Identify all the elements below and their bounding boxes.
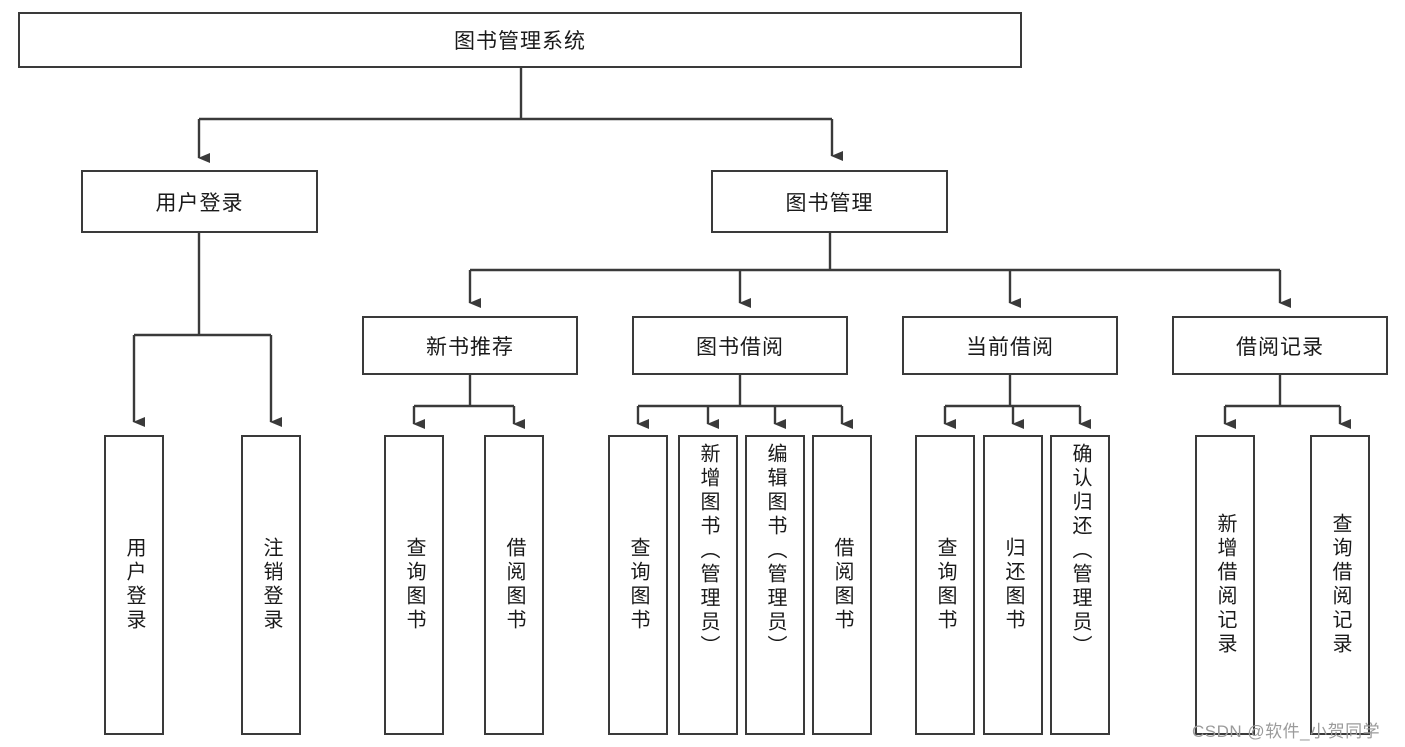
- leaf-query-book-1[interactable]: 查询图书: [384, 435, 444, 735]
- leaf-edit-book-label: 编辑图书（管理员）: [764, 443, 786, 659]
- leaf-add-book[interactable]: 新增图书（管理员）: [678, 435, 738, 735]
- leaf-query-record[interactable]: 查询借阅记录: [1310, 435, 1370, 735]
- leaf-add-book-label: 新增图书（管理员）: [697, 443, 719, 659]
- leaf-add-record-label: 新增借阅记录: [1214, 513, 1236, 657]
- node-new-book-recommend-label: 新书推荐: [426, 335, 514, 359]
- node-book-manage[interactable]: 图书管理: [711, 170, 948, 233]
- leaf-query-book-3[interactable]: 查询图书: [915, 435, 975, 735]
- leaf-return-book-label: 归还图书: [1002, 537, 1024, 633]
- node-current-borrow[interactable]: 当前借阅: [902, 316, 1118, 375]
- node-book-manage-label: 图书管理: [785, 191, 874, 215]
- node-borrow-record[interactable]: 借阅记录: [1172, 316, 1388, 375]
- node-root[interactable]: 图书管理系统: [18, 12, 1022, 68]
- leaf-user-login[interactable]: 用户登录: [104, 435, 164, 735]
- leaf-logout-label: 注销登录: [260, 537, 282, 633]
- leaf-borrow-book-1[interactable]: 借阅图书: [484, 435, 544, 735]
- leaf-logout[interactable]: 注销登录: [241, 435, 301, 735]
- leaf-user-login-label: 用户登录: [123, 537, 145, 633]
- leaf-borrow-book-2-label: 借阅图书: [831, 537, 853, 633]
- node-root-label: 图书管理系统: [454, 30, 586, 53]
- node-current-borrow-label: 当前借阅: [966, 335, 1054, 359]
- leaf-query-record-label: 查询借阅记录: [1329, 513, 1351, 657]
- leaf-add-record[interactable]: 新增借阅记录: [1195, 435, 1255, 735]
- leaf-query-book-2-label: 查询图书: [627, 537, 649, 633]
- csdn-watermark-text: CSDN @软件_小贺同学: [1192, 722, 1381, 741]
- leaf-confirm-return-label: 确认归还（管理员）: [1069, 443, 1091, 659]
- leaf-edit-book[interactable]: 编辑图书（管理员）: [745, 435, 805, 735]
- leaf-return-book[interactable]: 归还图书: [983, 435, 1043, 735]
- node-book-borrow-label: 图书借阅: [696, 335, 784, 359]
- node-book-borrow[interactable]: 图书借阅: [632, 316, 848, 375]
- leaf-borrow-book-2[interactable]: 借阅图书: [812, 435, 872, 735]
- node-user-login-label: 用户登录: [155, 191, 244, 215]
- leaf-query-book-2[interactable]: 查询图书: [608, 435, 668, 735]
- node-user-login[interactable]: 用户登录: [81, 170, 318, 233]
- csdn-watermark: CSDN @软件_小贺同学: [1192, 717, 1380, 742]
- node-new-book-recommend[interactable]: 新书推荐: [362, 316, 578, 375]
- leaf-query-book-1-label: 查询图书: [403, 537, 425, 633]
- node-borrow-record-label: 借阅记录: [1236, 335, 1324, 359]
- leaf-confirm-return[interactable]: 确认归还（管理员）: [1050, 435, 1110, 735]
- leaf-query-book-3-label: 查询图书: [934, 537, 956, 633]
- leaf-borrow-book-1-label: 借阅图书: [503, 537, 525, 633]
